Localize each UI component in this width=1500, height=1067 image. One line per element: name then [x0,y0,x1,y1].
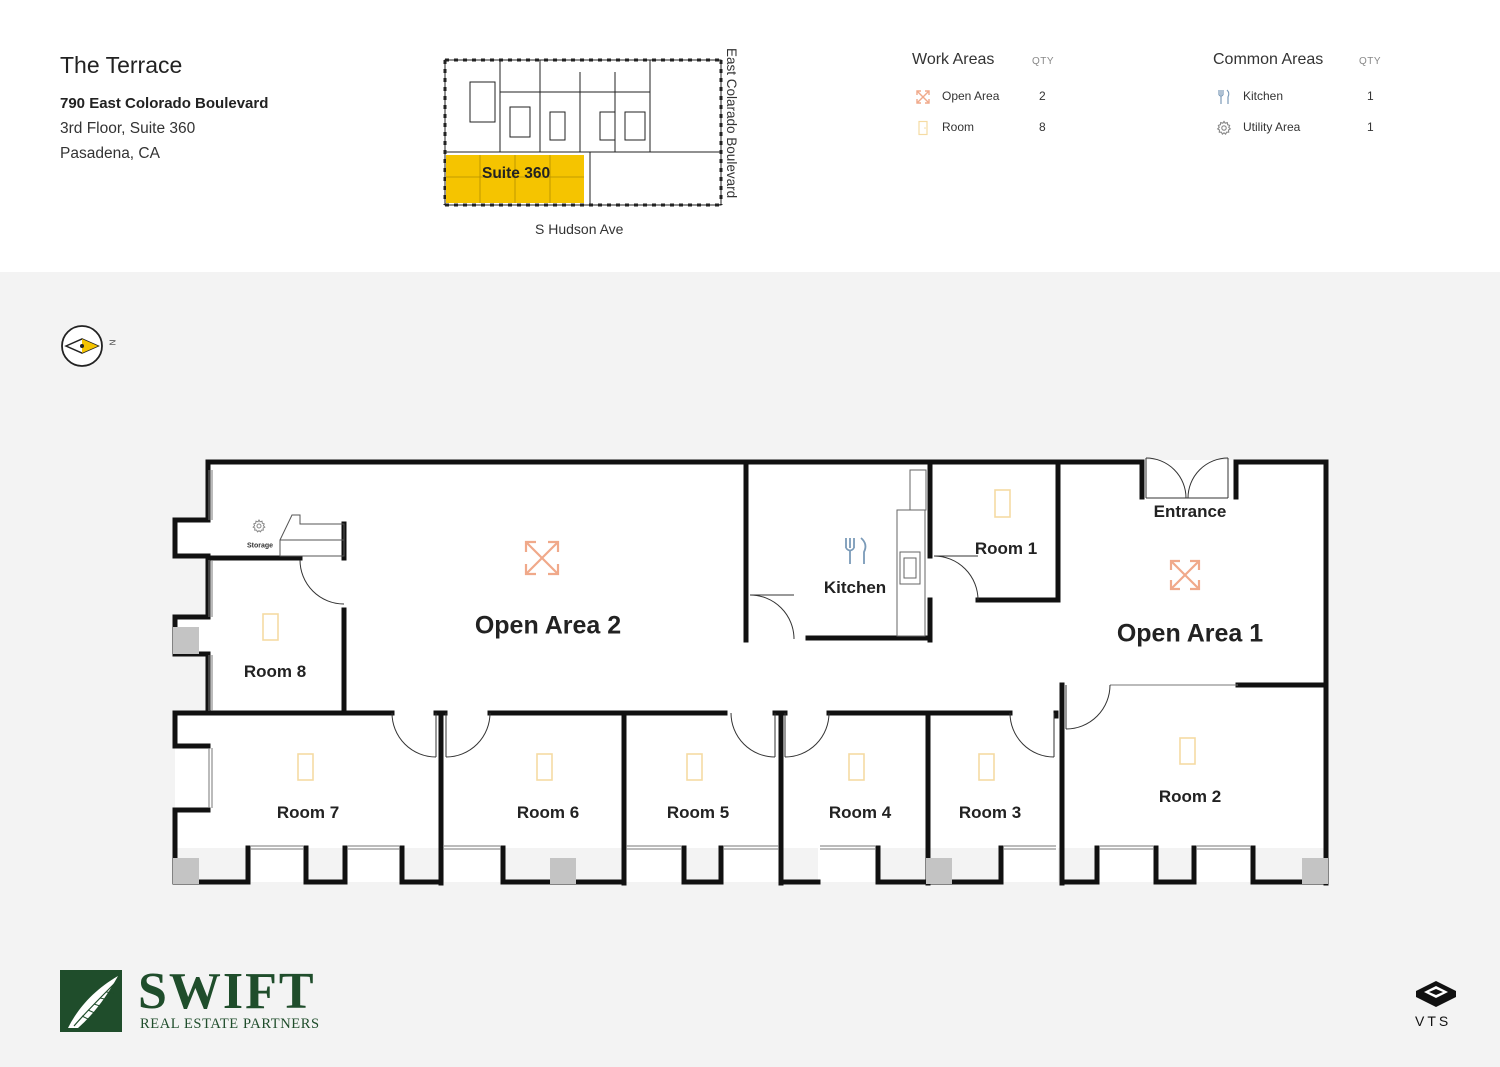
label-room-1: Room 1 [974,539,1038,558]
company-name: SWIFT [138,963,316,1020]
label-storage: Storage [246,542,274,550]
label-room-7: Room 7 [276,803,340,822]
label-room-5: Room 5 [666,803,730,822]
floorplan-background [0,272,1500,1067]
label-open-area-2: Open Area 2 [474,611,622,640]
compass-icon [61,325,103,367]
street-label-east: East Colarado Boulevard [724,48,739,199]
property-address: 790 East Colorado Boulevard [60,95,269,112]
vts-logo-icon [1416,981,1456,1007]
legend-work-qty-header: QTY [1032,56,1055,67]
gear-icon [1216,120,1232,135]
legend-utility-label: Utility Area [1243,120,1301,134]
label-open-area-1: Open Area 1 [1116,619,1264,648]
door-icon [918,120,928,136]
suite-label: Suite 360 [482,165,551,182]
legend-open-area-qty: 2 [1039,89,1046,103]
legend-room-label: Room [942,120,975,134]
company-subtitle: REAL ESTATE PARTNERS [140,1016,320,1032]
property-name: The Terrace [60,52,183,78]
compass-north-label: N [107,339,117,346]
swift-logo-icon [60,970,122,1032]
label-room-8: Room 8 [243,662,307,681]
fork-knife-icon [1218,89,1230,104]
label-room-3: Room 3 [958,803,1022,822]
building-key-map [443,58,723,207]
legend-common-qty-header: QTY [1359,56,1382,67]
label-room-4: Room 4 [828,803,892,822]
property-city: Pasadena, CA [60,145,160,162]
property-floor-suite: 3rd Floor, Suite 360 [60,120,196,137]
platform-name: VTS [1415,1013,1452,1029]
legend-common-title: Common Areas [1213,51,1324,68]
legend-kitchen-qty: 1 [1367,89,1374,103]
legend-work-title: Work Areas [912,51,995,68]
legend-kitchen-label: Kitchen [1243,89,1284,103]
open-area-icon [916,90,930,104]
legend-utility-qty: 1 [1367,120,1374,134]
legend-open-area-label: Open Area [942,89,1000,103]
street-label-south: S Hudson Ave [535,221,624,237]
label-entrance: Entrance [1153,502,1227,521]
header [0,0,1500,272]
label-room-2: Room 2 [1158,787,1222,806]
label-room-6: Room 6 [516,803,580,822]
label-kitchen: Kitchen [823,578,887,597]
legend-room-qty: 8 [1039,120,1046,134]
